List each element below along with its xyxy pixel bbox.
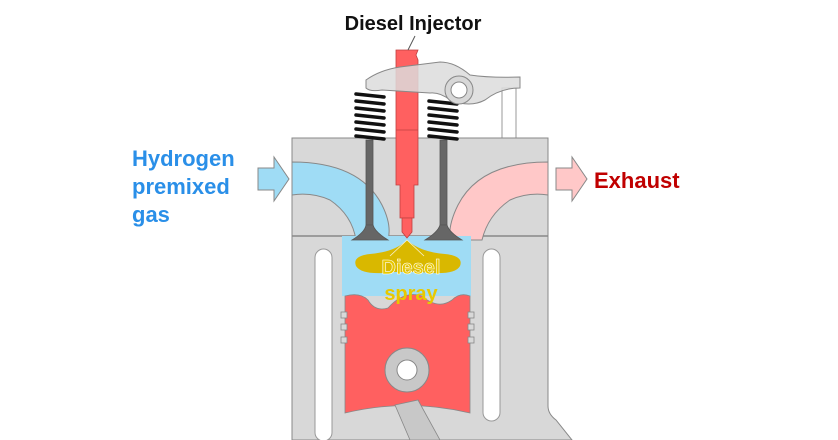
exhaust-arrow-icon [555, 155, 588, 203]
piston-pin [384, 347, 430, 393]
spray-label-line2: spray [384, 283, 438, 305]
intake-arrow-icon [257, 155, 290, 203]
intake-valve [350, 139, 390, 241]
rocker-arm [365, 61, 521, 105]
intake-label-line2: premixed [132, 174, 230, 199]
injector-label: Diesel Injector [345, 13, 482, 35]
spray-lines [389, 239, 425, 257]
coolant-slot-right [482, 248, 501, 422]
pushrod [501, 87, 517, 147]
exhaust-label: Exhaust [594, 168, 680, 193]
diesel-spray [355, 240, 461, 274]
intake-label-line3: gas [132, 202, 170, 227]
connecting-rod [394, 399, 441, 440]
intake-valve-spring [354, 92, 386, 141]
exhaust-valve [423, 139, 464, 241]
coolant-slot-left [314, 248, 333, 440]
spray-label-line1: Diesel [382, 257, 441, 279]
intake-label-line1: Hydrogen [132, 146, 235, 171]
piston-rings [340, 311, 475, 344]
injector-pointer [407, 35, 416, 51]
exhaust-valve-spring [427, 99, 459, 141]
